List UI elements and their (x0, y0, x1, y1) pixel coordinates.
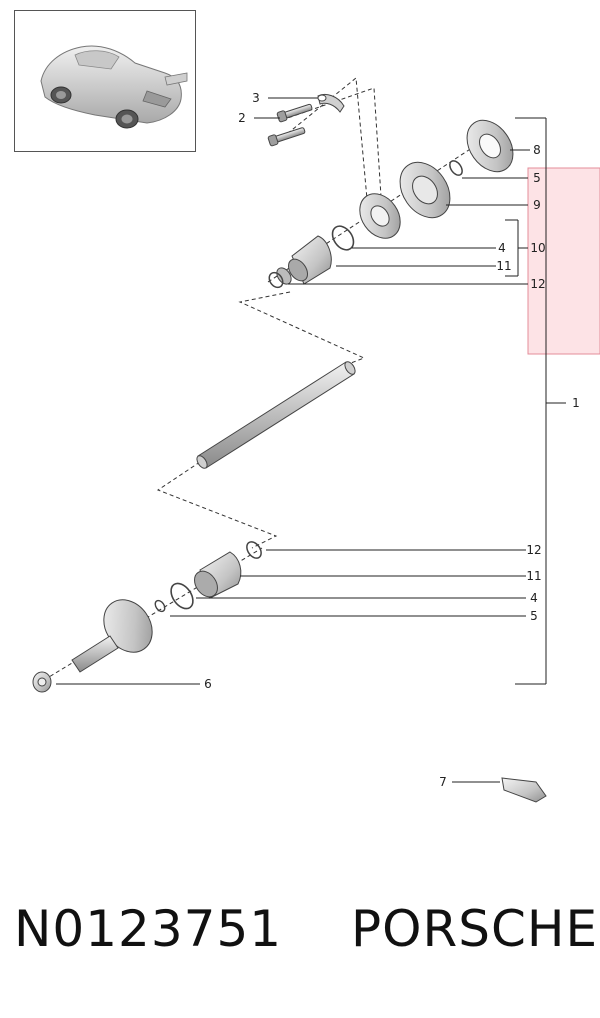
lock-plate-3 (317, 93, 345, 113)
callout-12-lower: 12 (526, 543, 541, 557)
sub-bracket-10 (505, 219, 528, 277)
callout-4-upper: 4 (498, 241, 506, 255)
clamp-11-upper (276, 267, 292, 285)
callout-7: 7 (439, 775, 447, 789)
callout-4-lower: 4 (530, 591, 538, 605)
leader-lines (56, 97, 530, 783)
callout-10: 10 (530, 241, 545, 255)
callout-12-upper: 12 (530, 277, 545, 291)
flange-8 (466, 119, 514, 173)
callout-8: 8 (533, 143, 541, 157)
cv-joint-inner (359, 193, 401, 239)
boot-10-upper (287, 235, 332, 285)
callout-5-upper: 5 (533, 171, 541, 185)
grease-tube-7 (501, 777, 547, 803)
footer-caption: N0123751 PORSCHE (14, 900, 597, 980)
drive-shaft (196, 361, 356, 469)
vehicle-thumbnail (14, 10, 196, 152)
highlight-box (527, 167, 600, 355)
circlip-5-upper (449, 160, 463, 176)
callout-2: 2 (238, 111, 246, 125)
ring-12-lower (246, 541, 262, 559)
boot-11-lower (194, 551, 242, 599)
bolt-unnumbered (267, 127, 306, 147)
bolt-2 (276, 103, 313, 123)
callout-3: 3 (252, 91, 260, 105)
brand-name: PORSCHE (351, 900, 599, 958)
callout-11-upper: 11 (496, 259, 511, 273)
callout-6: 6 (204, 677, 212, 691)
clamp-ring-4-lower (170, 582, 194, 610)
outer-cv-joint (71, 599, 153, 673)
ring-12-upper (268, 271, 284, 289)
nut-6 (32, 671, 52, 693)
callout-9: 9 (533, 198, 541, 212)
callout-1: 1 (572, 396, 580, 410)
circlip-5-lower (154, 599, 166, 613)
part-number: N0123751 (14, 900, 283, 958)
assembly-bracket (515, 117, 566, 685)
car-illustration (40, 45, 188, 129)
cv-joint-9 (399, 161, 451, 219)
callout-5-lower: 5 (530, 609, 538, 623)
callout-labels: 3 2 8 5 9 4 10 11 12 1 12 11 4 5 6 7 (204, 91, 580, 789)
callout-11-lower: 11 (526, 569, 541, 583)
clamp-ring-4-upper (331, 225, 355, 251)
